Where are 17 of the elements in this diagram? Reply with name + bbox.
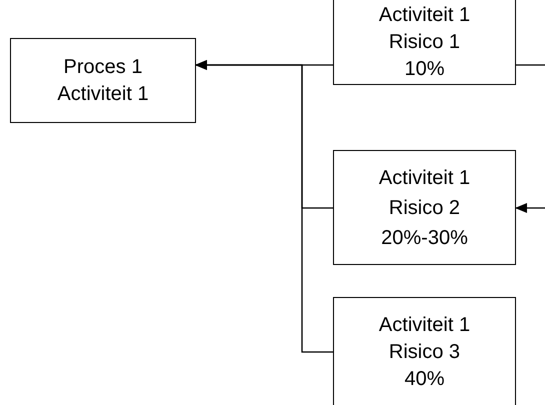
node-text: 40% <box>404 367 445 392</box>
process-box <box>333 150 516 265</box>
node-text: Risico 3 <box>388 340 460 365</box>
connector-arrow <box>195 60 333 353</box>
node-text: 10% <box>404 56 445 82</box>
node-text: Risico 2 <box>388 196 460 220</box>
process-box <box>333 297 516 405</box>
process-box <box>333 0 516 85</box>
node-text: 20%-30% <box>381 226 468 250</box>
process-box <box>10 38 196 123</box>
connector-arrow <box>515 203 545 213</box>
node-text: Activiteit 1 <box>57 82 149 106</box>
node-text: Risico 1 <box>388 30 460 54</box>
node-text: Proces 1 <box>64 54 142 80</box>
node-text: Activiteit 1 <box>378 166 470 190</box>
node-text: Activiteit 1 <box>378 313 470 338</box>
node-text: Activiteit 1 <box>378 2 470 28</box>
